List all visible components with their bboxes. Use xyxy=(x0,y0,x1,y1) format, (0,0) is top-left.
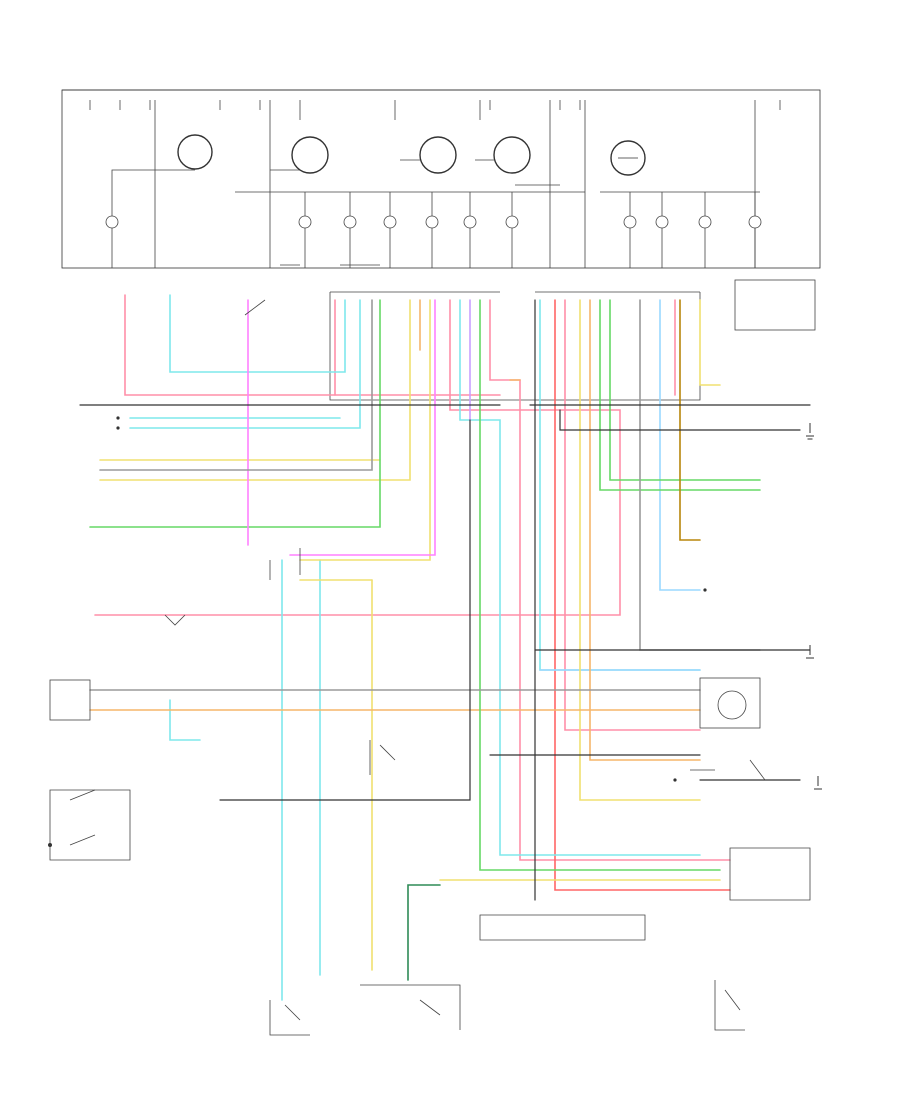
ground-symbols xyxy=(806,423,822,790)
instrument-cluster xyxy=(61,89,821,269)
speedometer-gauge xyxy=(291,136,329,174)
indicator-bulbs xyxy=(105,215,762,229)
module-box xyxy=(49,679,91,721)
tachometer-gauge xyxy=(177,134,213,170)
wires xyxy=(79,294,811,1001)
relay-box xyxy=(479,914,646,941)
sensor-box xyxy=(699,677,761,729)
switch-box-top-right xyxy=(734,279,816,331)
harness-connector xyxy=(329,291,701,401)
fuel-gauge xyxy=(493,136,531,174)
oil-pressure-gauge xyxy=(419,136,457,174)
components xyxy=(48,279,816,1036)
switch-assembly-left xyxy=(49,789,131,861)
